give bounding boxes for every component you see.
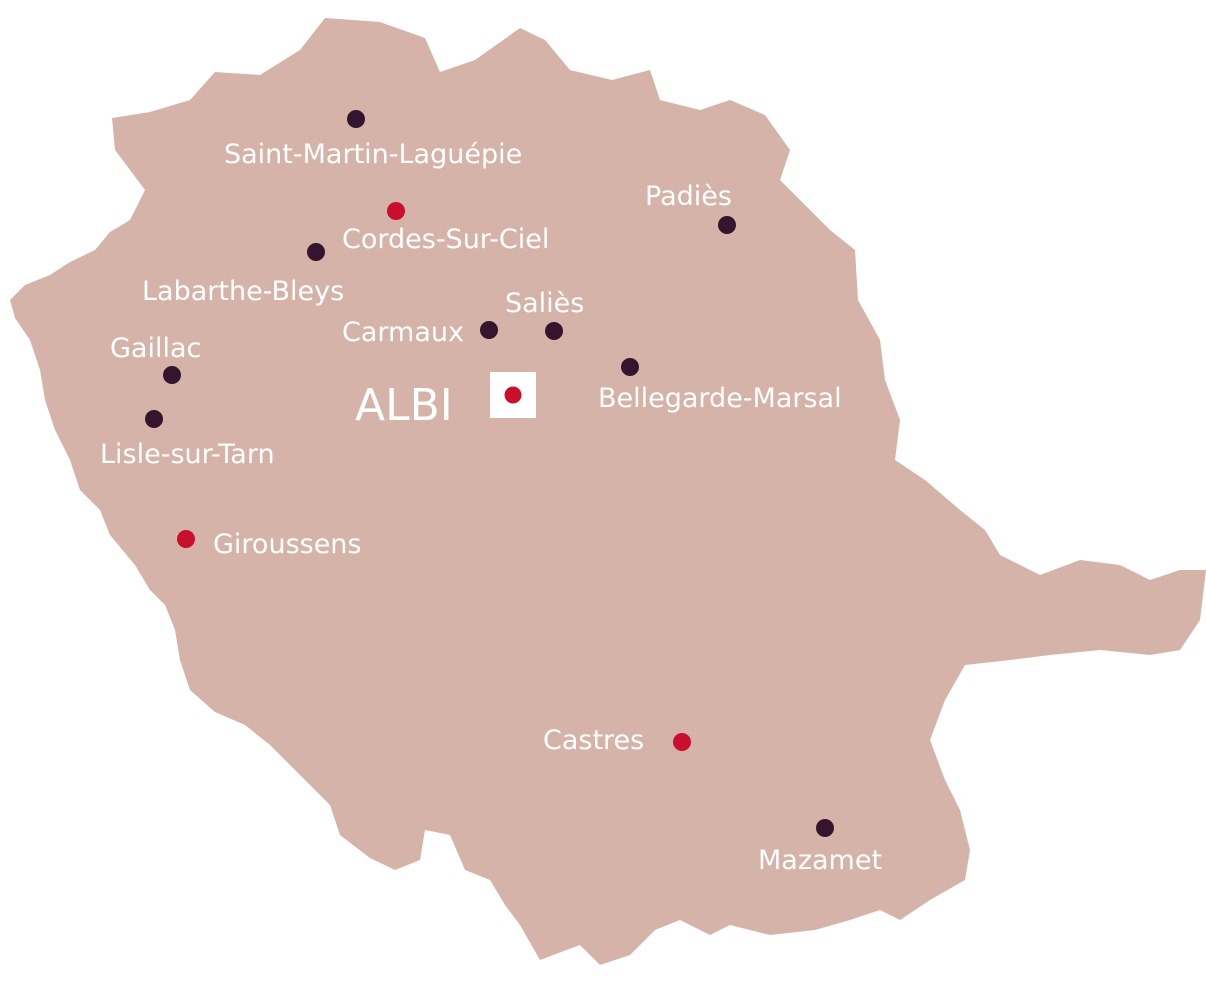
- marker-padies: [718, 216, 736, 234]
- label-labarthe-bleys: Labarthe-Bleys: [142, 276, 344, 307]
- marker-carmaux: [480, 321, 498, 339]
- marker-castres: [673, 733, 691, 751]
- marker-labarthe-bleys: [307, 243, 325, 261]
- label-salies: Saliès: [505, 288, 584, 319]
- label-lisle-sur-tarn: Lisle-sur-Tarn: [100, 439, 275, 470]
- label-cordes-sur-ciel: Cordes-Sur-Ciel: [342, 224, 549, 255]
- label-mazamet: Mazamet: [758, 845, 882, 876]
- marker-cordes-sur-ciel: [387, 202, 405, 220]
- marker-giroussens: [177, 530, 195, 548]
- label-padies: Padiès: [645, 181, 732, 212]
- capital-label: ALBI: [355, 380, 453, 431]
- label-giroussens: Giroussens: [213, 529, 362, 560]
- capital-marker: ALBI: [355, 372, 536, 431]
- department-outline: [10, 18, 1206, 965]
- marker-gaillac: [163, 366, 181, 384]
- label-saint-martin-laguepie: Saint-Martin-Laguépie: [224, 139, 522, 170]
- label-gaillac: Gaillac: [110, 333, 201, 364]
- label-carmaux: Carmaux: [342, 317, 464, 348]
- marker-salies: [545, 322, 563, 340]
- capital-dot: [504, 386, 522, 404]
- marker-lisle-sur-tarn: [145, 410, 163, 428]
- marker-mazamet: [816, 819, 834, 837]
- label-castres: Castres: [543, 725, 644, 756]
- marker-saint-martin-laguepie: [347, 110, 365, 128]
- town-markers: [145, 110, 834, 837]
- label-bellegarde-marsal: Bellegarde-Marsal: [598, 383, 842, 414]
- town-labels: Saint-Martin-Laguépie Cordes-Sur-Ciel Pa…: [100, 139, 882, 876]
- marker-bellegarde-marsal: [621, 358, 639, 376]
